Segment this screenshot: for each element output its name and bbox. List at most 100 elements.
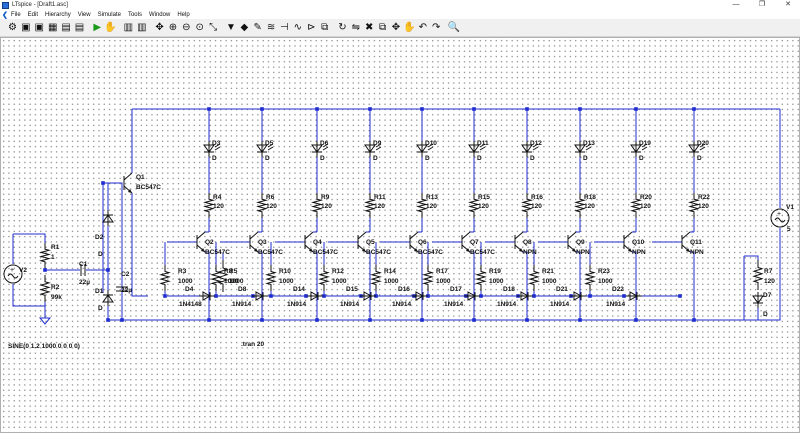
wire-icon[interactable]: ✎ xyxy=(253,22,262,33)
resistor-r7[interactable] xyxy=(752,260,764,290)
delete-icon[interactable]: ✖ xyxy=(365,22,374,33)
diode-d18[interactable] xyxy=(517,291,533,301)
diode-d2[interactable] xyxy=(102,210,114,226)
wire-v1-bot[interactable] xyxy=(765,228,781,321)
menu-help[interactable]: Help xyxy=(177,11,190,18)
resistor-r10[interactable] xyxy=(265,265,277,291)
wire-stage-0-e[interactable] xyxy=(205,251,210,320)
diode-d22[interactable] xyxy=(626,291,642,301)
resistor-icon[interactable]: ≋ xyxy=(266,22,276,33)
wire-q1-emitter[interactable] xyxy=(131,193,148,297)
wire-stage-2-e[interactable] xyxy=(313,251,318,320)
drag-icon[interactable]: ✋ xyxy=(403,22,416,33)
resistor-r14[interactable] xyxy=(370,265,382,291)
led-d10[interactable] xyxy=(416,141,434,157)
led-d12[interactable] xyxy=(521,141,539,157)
diode-d8[interactable] xyxy=(252,291,268,301)
wire-c2[interactable] xyxy=(108,182,123,290)
component-icon[interactable]: ⧉ xyxy=(321,22,329,33)
diode-icon[interactable]: ⊳ xyxy=(307,22,316,33)
resistor-r4[interactable] xyxy=(203,193,215,218)
rotate-icon[interactable]: ↻ xyxy=(338,22,347,33)
autorange-icon[interactable]: ⤡ xyxy=(209,22,218,33)
led-d13[interactable] xyxy=(574,141,592,157)
zoom-in-icon[interactable]: ⊕ xyxy=(168,22,178,33)
zoom-out-icon[interactable]: ⊖ xyxy=(182,22,191,33)
led-d19[interactable] xyxy=(630,141,648,157)
resistor-r3[interactable] xyxy=(159,265,171,291)
tile-h-icon[interactable]: ▥ xyxy=(123,22,134,33)
resistor-r1[interactable] xyxy=(39,243,51,268)
move-icon[interactable]: ✥ xyxy=(391,22,401,33)
ground-icon[interactable]: ▼ xyxy=(225,22,236,33)
chevron-left-icon[interactable]: ❮ xyxy=(2,11,8,19)
diode-d21[interactable] xyxy=(570,291,586,301)
menu-window[interactable]: Window xyxy=(148,11,171,18)
menu-edit[interactable]: Edit xyxy=(27,11,39,18)
menu-simulate[interactable]: Simulate xyxy=(97,11,121,18)
transistor-q4[interactable] xyxy=(304,231,314,253)
transistor-q2[interactable] xyxy=(196,231,206,253)
gear-icon[interactable]: ⚙ xyxy=(8,22,17,33)
duplicate-icon[interactable]: ⧉ xyxy=(379,22,387,33)
wire-stage-8-e[interactable] xyxy=(632,251,637,320)
resistor-r18[interactable] xyxy=(574,193,586,218)
wire-stage-6-e[interactable] xyxy=(523,251,528,320)
minimize-button[interactable]: — xyxy=(732,1,740,8)
transistor-q10[interactable] xyxy=(623,231,633,253)
diode-d1[interactable] xyxy=(102,290,114,306)
mirror-icon[interactable]: ⇋ xyxy=(351,22,361,33)
led-d9[interactable] xyxy=(364,141,382,157)
led-d6[interactable] xyxy=(311,141,329,157)
resistor-r9[interactable] xyxy=(311,193,323,218)
resistor-r8[interactable] xyxy=(210,265,222,291)
wire-stage-3-e[interactable] xyxy=(366,251,371,320)
resistor-r17[interactable] xyxy=(422,265,434,291)
print-icon[interactable]: ▤ xyxy=(61,22,71,33)
wire-stage-7-e[interactable] xyxy=(576,251,581,320)
resistor-r5[interactable] xyxy=(217,260,229,292)
capacitor-c1[interactable] xyxy=(80,264,86,276)
transistor-q11[interactable] xyxy=(681,231,691,253)
net-label-icon[interactable]: ◆ xyxy=(240,22,249,33)
wire-stage-9-e[interactable] xyxy=(690,251,695,320)
wire-r7-top[interactable] xyxy=(744,255,759,260)
halt-icon[interactable]: ✋ xyxy=(104,22,117,33)
resistor-r13[interactable] xyxy=(416,193,428,218)
pan-icon[interactable]: ✥ xyxy=(155,22,164,33)
wire-v2-gnd[interactable] xyxy=(12,284,45,307)
resistor-r19[interactable] xyxy=(475,265,487,291)
transistor-q7[interactable] xyxy=(461,231,471,253)
led-d20[interactable] xyxy=(688,141,706,157)
transistor-q5[interactable] xyxy=(357,231,367,253)
diode-d7[interactable] xyxy=(752,292,764,308)
transistor-q3[interactable] xyxy=(249,231,259,253)
find-icon[interactable]: 🔍 xyxy=(447,22,461,33)
diode-d16[interactable] xyxy=(412,291,428,301)
resistor-r23[interactable] xyxy=(584,265,596,291)
maximize-button[interactable]: ❐ xyxy=(758,1,766,8)
voltage-source-v2[interactable]: + xyxy=(3,264,23,284)
resistor-r20[interactable] xyxy=(630,193,642,218)
resistor-r22[interactable] xyxy=(688,193,700,218)
transistor-q9[interactable] xyxy=(567,231,577,253)
wire-stage-4-e[interactable] xyxy=(418,251,423,320)
schematic-canvas[interactable] xyxy=(0,37,800,433)
menu-tools[interactable]: Tools xyxy=(127,11,142,18)
close-button[interactable]: ✕ xyxy=(785,1,791,8)
transistor-q8[interactable] xyxy=(514,231,524,253)
tile-v-icon[interactable]: ▥ xyxy=(137,22,147,33)
wire-stage-5-e[interactable] xyxy=(470,251,475,320)
menu-file[interactable]: File xyxy=(11,11,21,18)
resistor-r21[interactable] xyxy=(528,265,540,291)
resistor-r2[interactable] xyxy=(39,275,51,302)
resistor-r11[interactable] xyxy=(364,193,376,218)
resistor-r15[interactable] xyxy=(468,193,480,218)
run-icon[interactable]: ▶ xyxy=(93,22,102,33)
transistor-q6[interactable] xyxy=(409,231,419,253)
wire-stage-1-e[interactable] xyxy=(258,251,263,320)
zoom-fit-icon[interactable]: ⊙ xyxy=(195,22,204,33)
resistor-r12[interactable] xyxy=(318,265,330,291)
capacitor-c2[interactable] xyxy=(116,286,128,292)
menu-hierarchy[interactable]: Hierarchy xyxy=(45,11,71,18)
